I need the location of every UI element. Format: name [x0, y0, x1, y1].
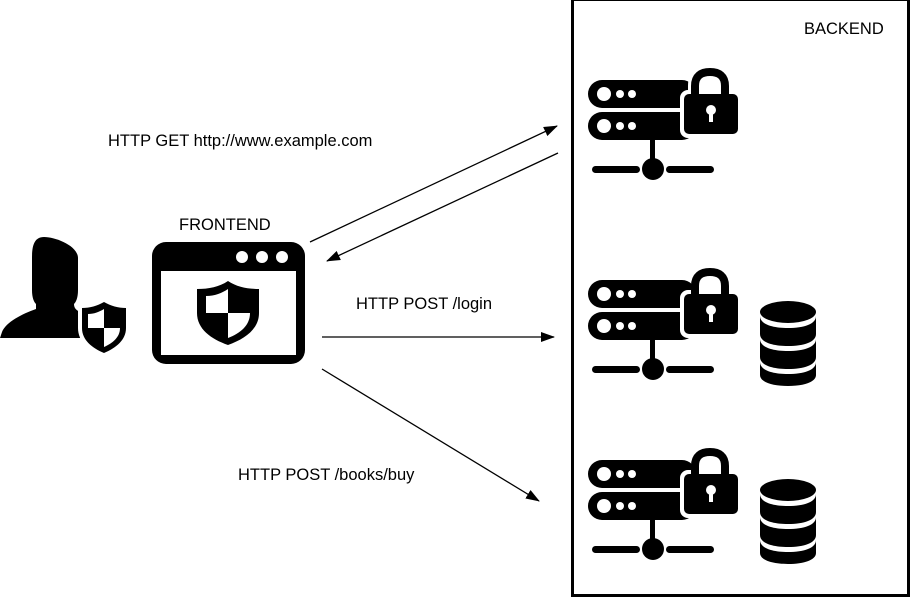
database-icon — [760, 479, 816, 564]
database-icon — [760, 301, 816, 386]
backend-container — [571, 0, 910, 597]
connection-label-buy: HTTP POST /books/buy — [238, 466, 415, 484]
secure-server-icon — [588, 267, 742, 380]
secure-server-icon — [588, 447, 742, 560]
arrow-post-buy — [321, 368, 540, 502]
frontend-title: FRONTEND — [179, 216, 271, 234]
connection-label-login: HTTP POST /login — [356, 295, 493, 313]
backend-title: BACKEND — [804, 20, 884, 38]
user-shield-icon — [0, 237, 130, 357]
arrow-get-response — [326, 152, 559, 262]
secure-server-icon — [588, 66, 742, 180]
arrow-get-request — [309, 125, 558, 243]
connection-label-get: HTTP GET http://www.example.com — [108, 132, 373, 150]
browser-window-shield-icon — [152, 242, 305, 364]
